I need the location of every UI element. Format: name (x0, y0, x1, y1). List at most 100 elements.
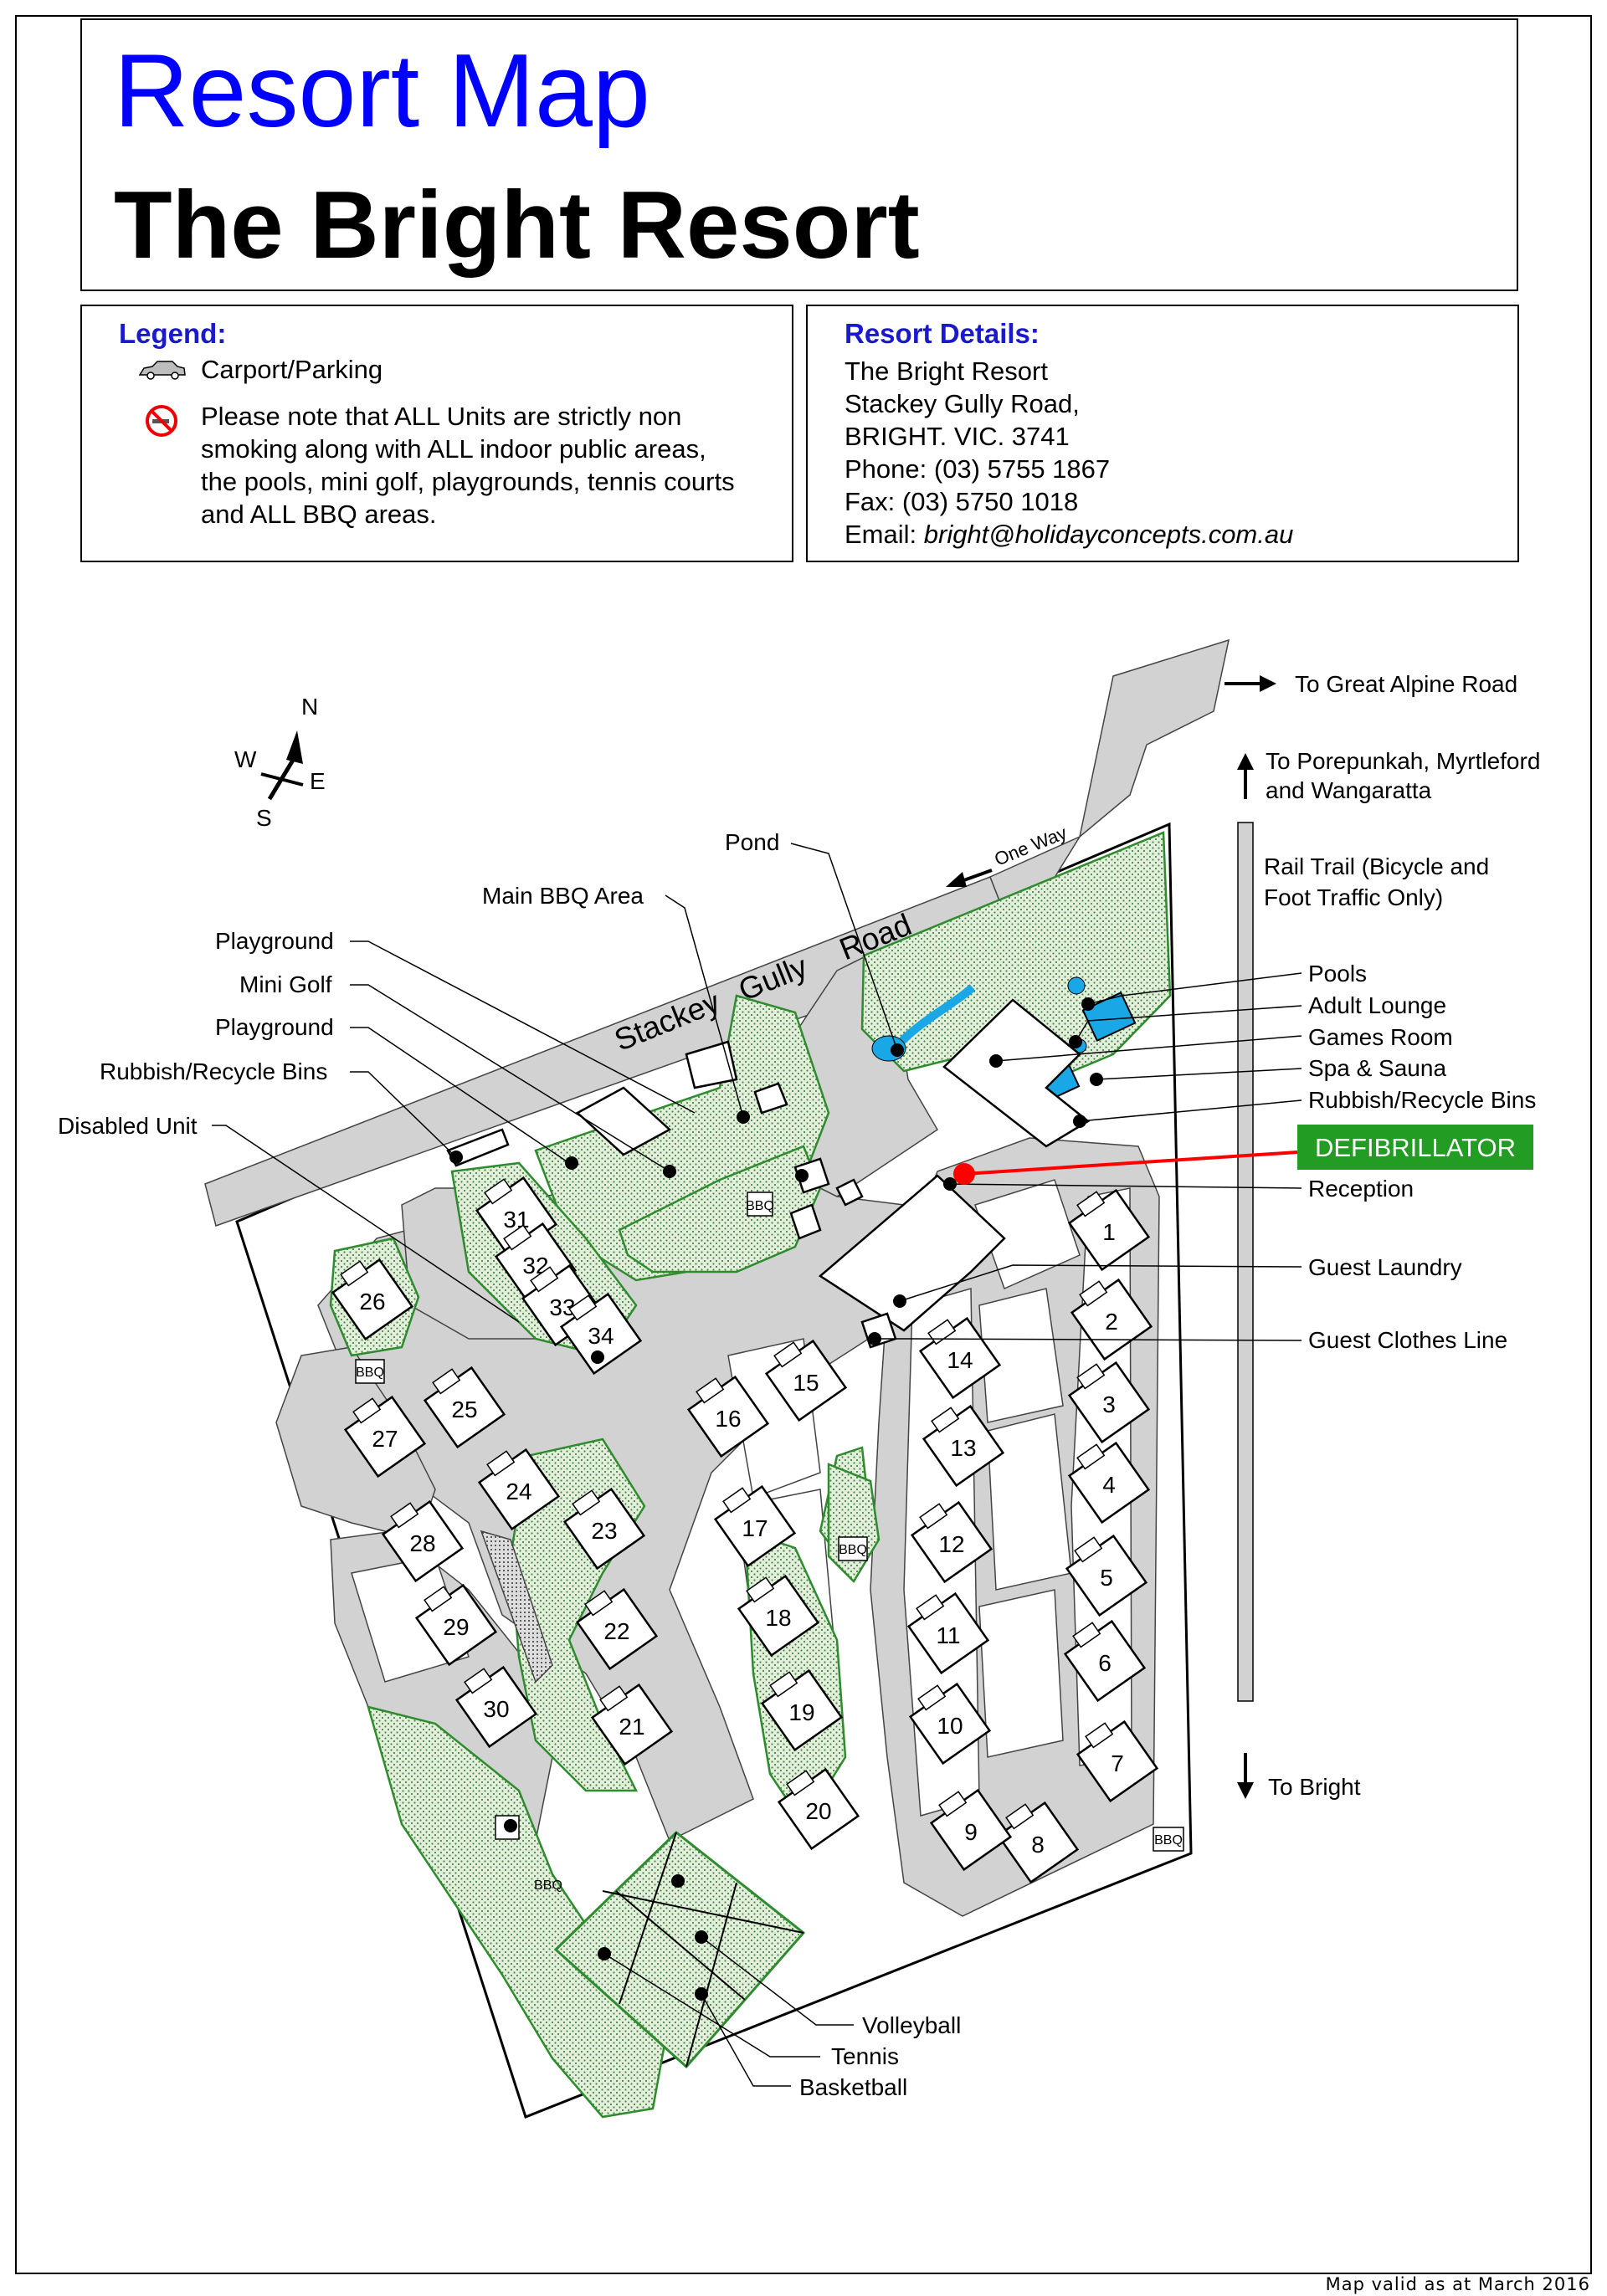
details-fax: Fax: (03) 5750 1018 (845, 487, 1079, 516)
details-line: BRIGHT. VIC. 3741 (845, 422, 1070, 451)
details-lines: The Bright Resort Stackey Gully Road, BR… (845, 355, 1293, 551)
carport-icon (390, 1502, 419, 1529)
svg-text:N: N (301, 694, 318, 720)
carport-icon (352, 1397, 382, 1424)
svg-text:DEFIBRILLATOR: DEFIBRILLATOR (1315, 1133, 1516, 1162)
unit-10: 10 (908, 1682, 992, 1766)
direction-porepunkah: To Porepunkah, Myrtleford and Wangaratta (1237, 748, 1540, 803)
carport-icon (919, 1503, 948, 1530)
carport-icon (599, 1685, 629, 1712)
carport-icon (1005, 1803, 1035, 1830)
unit-number: 4 (1102, 1472, 1116, 1498)
label-playground-1: Playground (215, 928, 334, 954)
carport-icon (1079, 1280, 1108, 1307)
unit-number: 26 (359, 1289, 385, 1315)
unit-11: 11 (906, 1591, 990, 1675)
unit-5: 5 (1065, 1534, 1148, 1617)
unit-8: 8 (996, 1801, 1080, 1884)
carport-icon (464, 1668, 493, 1694)
unit-18: 18 (737, 1574, 820, 1658)
unit-26: 26 (331, 1258, 414, 1341)
carport-icon (917, 1684, 947, 1711)
map-dots (449, 997, 1103, 2001)
carport-icon (503, 1224, 532, 1251)
unit-27: 27 (343, 1395, 427, 1479)
legend-parking-label: Carport/Parking (201, 355, 383, 384)
unit-15: 15 (764, 1339, 848, 1422)
unit-number: 11 (936, 1622, 960, 1648)
carport-icon (340, 1260, 369, 1287)
unit-number: 1 (1102, 1219, 1116, 1245)
unit-20: 20 (777, 1767, 860, 1851)
bbq-locations: BBQ BBQ BBQ BBQ BBQ (355, 1192, 1184, 1893)
carport-icon (1076, 1191, 1106, 1217)
unit-34: 34 (559, 1292, 643, 1376)
carport-icon (769, 1671, 798, 1698)
carport-icon (931, 1407, 960, 1433)
unit-number: 24 (506, 1479, 531, 1504)
unit-number: 22 (603, 1618, 629, 1644)
carport-icon (568, 1294, 598, 1321)
svg-text:E: E (310, 768, 326, 794)
carport-icon (572, 1489, 601, 1516)
unit-25: 25 (423, 1366, 506, 1449)
email-link[interactable]: bright@holidayconcepts.com.au (923, 520, 1294, 549)
details-heading: Resort Details: (845, 318, 1040, 349)
carport-icon (773, 1341, 803, 1368)
unit-number: 20 (805, 1798, 831, 1824)
svg-text:To Porepunkah, Myrtleford: To Porepunkah, Myrtleford (1266, 748, 1540, 774)
carport-icon (584, 1590, 614, 1617)
unit-number: 21 (619, 1714, 644, 1740)
unit-number: 16 (715, 1406, 741, 1432)
label-guest-clothes-line: Guest Clothes Line (1308, 1327, 1507, 1353)
unit-number: 9 (964, 1819, 978, 1845)
carport-icon (1085, 1722, 1114, 1749)
unit-number: 14 (947, 1347, 973, 1373)
label-basketball: Basketball (799, 2074, 907, 2100)
leader-lines (212, 843, 1302, 2087)
unit-number: 29 (443, 1614, 469, 1640)
carport-icon (1076, 1443, 1106, 1470)
carport-icon (786, 1770, 815, 1796)
unit-19: 19 (760, 1668, 844, 1752)
svg-text:To Great Alpine Road: To Great Alpine Road (1295, 671, 1517, 697)
label-reception: Reception (1308, 1176, 1414, 1202)
unit-number: 10 (937, 1713, 963, 1739)
svg-text:BBQ: BBQ (839, 1543, 867, 1557)
label-spa-sauna: Spa & Sauna (1308, 1055, 1446, 1081)
carport-icon (696, 1377, 725, 1404)
mini-golf-area (618, 1145, 822, 1274)
unit-29: 29 (414, 1583, 498, 1667)
carport-icon (484, 1178, 513, 1205)
svg-text:Foot Traffic Only): Foot Traffic Only) (1264, 884, 1443, 910)
unit-number: 12 (938, 1531, 964, 1557)
rail-trail: Rail Trail (Bicycle and Foot Traffic Onl… (1237, 822, 1489, 1702)
label-mini-golf: Mini Golf (239, 971, 332, 997)
details-email: Email: bright@holidayconcepts.com.au (845, 520, 1294, 549)
label-guest-laundry: Guest Laundry (1308, 1254, 1462, 1280)
label-rubbish-right: Rubbish/Recycle Bins (1308, 1087, 1536, 1113)
unit-3: 3 (1067, 1361, 1151, 1444)
svg-text:BBQ: BBQ (534, 1878, 562, 1893)
label-playground-2: Playground (215, 1014, 334, 1040)
no-smoking-icon (146, 405, 177, 441)
unit-13: 13 (922, 1404, 1005, 1488)
unit-1: 1 (1067, 1188, 1151, 1272)
label-pools: Pools (1308, 961, 1367, 987)
svg-text:W: W (234, 746, 257, 772)
unit-number: 28 (409, 1530, 435, 1556)
unit-9: 9 (929, 1788, 1013, 1872)
carport-icon (486, 1450, 516, 1477)
car-icon (137, 358, 187, 386)
defibrillator-marker: DEFIBRILLATOR (953, 1125, 1533, 1185)
svg-text:To Bright: To Bright (1268, 1774, 1361, 1800)
carport-icon (916, 1594, 945, 1621)
unit-30: 30 (454, 1665, 538, 1749)
unit-number: 27 (372, 1426, 398, 1452)
unit-number: 15 (793, 1370, 819, 1396)
unit-number: 19 (788, 1699, 814, 1725)
svg-text:BBQ: BBQ (356, 1366, 384, 1380)
unit-number: 7 (1111, 1750, 1124, 1776)
unit-6: 6 (1063, 1619, 1147, 1703)
